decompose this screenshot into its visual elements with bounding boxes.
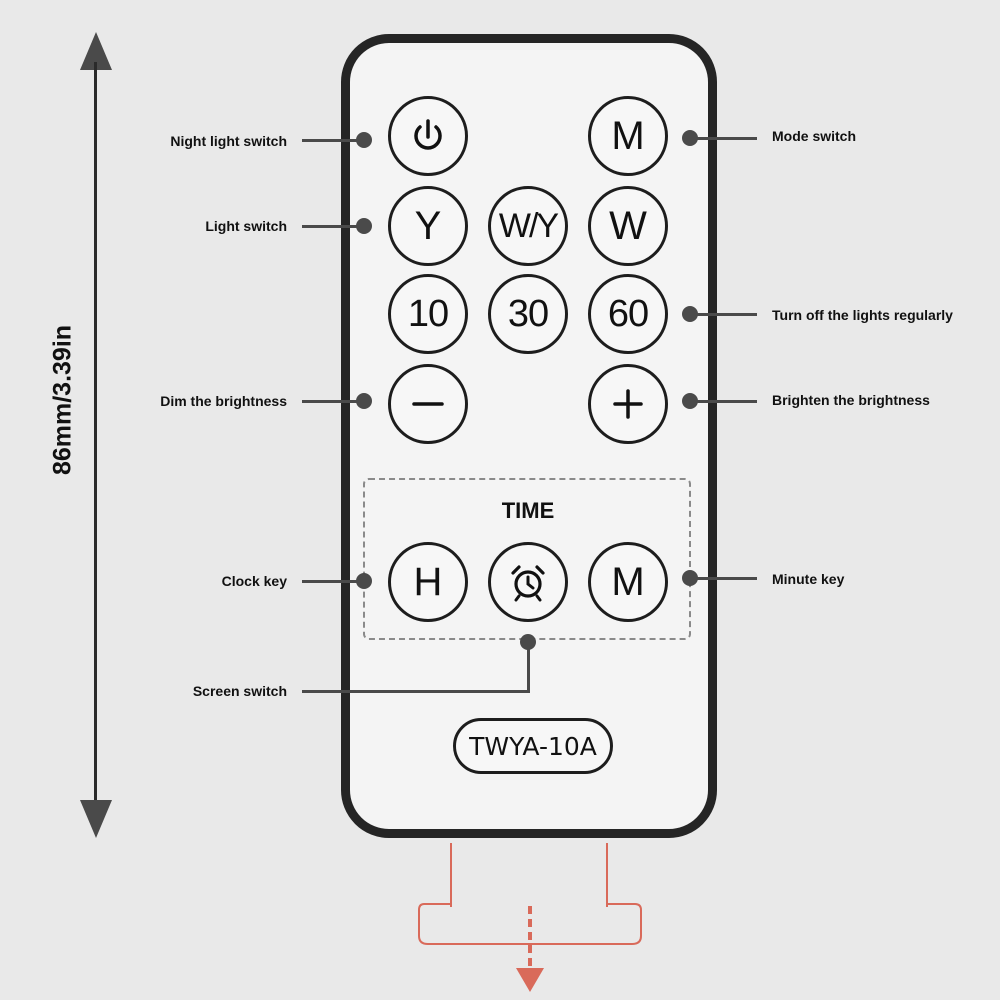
timer-30-button[interactable]: 30 [488,274,568,354]
leader-mode-switch [690,137,757,140]
alarm-clock-icon [511,565,545,602]
leader-clock-key [302,580,364,583]
label-clock-key: Clock key [221,573,287,589]
model-text: TWYA-10A [469,731,597,761]
leader-minute-key [690,577,757,580]
label-turn-off-regularly: Turn off the lights regularly [772,307,953,323]
power-icon [414,119,442,150]
model-badge: TWYA-10A [453,718,613,774]
time-section-title: TIME [501,498,555,523]
leader-dot-night-light-switch [356,132,372,148]
power-button[interactable] [388,96,468,176]
leader-screen-switch-horizontal [302,690,530,693]
minute-button-text: M [611,559,645,604]
white-light-button-text: W [609,203,647,248]
leader-light-switch [302,225,364,228]
white-light-button[interactable]: W [588,186,668,266]
mode-button[interactable]: M [588,96,668,176]
leader-dot-light-switch [356,218,372,234]
hour-button-text: H [413,559,443,604]
label-brighten-brightness: Brighten the brightness [772,392,930,408]
timer-30-button-text: 30 [507,292,549,335]
yellow-light-button[interactable]: Y [388,186,468,266]
leader-dim-brightness [302,400,364,403]
signal-beam-left [450,843,452,907]
label-light-switch: Light switch [205,218,287,234]
signal-beam-right [606,843,608,907]
signal-direction-arrow [418,903,642,992]
dimension-line [94,62,97,807]
white-yellow-light-button[interactable]: W/Y [488,186,568,266]
minus-icon [412,402,444,406]
yellow-light-button-text: Y [414,203,442,248]
label-minute-key: Minute key [772,571,845,587]
timer-60-button[interactable]: 60 [588,274,668,354]
dimension-label: 86mm/3.39in [48,324,77,476]
timer-60-button-text: 60 [607,292,649,335]
screen-switch-button[interactable] [488,542,568,622]
leader-night-light-switch [302,139,364,142]
dimension-arrow-bottom [80,800,112,838]
dim-button[interactable] [388,364,468,444]
minute-button[interactable]: M [588,542,668,622]
plus-icon [613,389,643,419]
white-yellow-light-button-text: W/Y [498,206,559,245]
timer-10-button[interactable]: 10 [388,274,468,354]
label-night-light-switch: Night light switch [170,133,287,149]
mode-button-text: M [611,113,645,158]
leader-screen-switch-vertical [527,645,530,693]
leader-dot-clock-key [356,573,372,589]
timer-10-button-text: 10 [407,292,449,335]
leader-brighten-brightness [690,400,757,403]
brighten-button[interactable] [588,364,668,444]
label-dim-brightness: Dim the brightness [160,393,287,409]
leader-dot-dim-brightness [356,393,372,409]
label-screen-switch: Screen switch [192,683,287,699]
hour-button[interactable]: H [388,542,468,622]
label-mode-switch: Mode switch [772,128,857,144]
leader-turn-off-regularly [690,313,757,316]
leader-dot-screen-switch [520,634,536,650]
